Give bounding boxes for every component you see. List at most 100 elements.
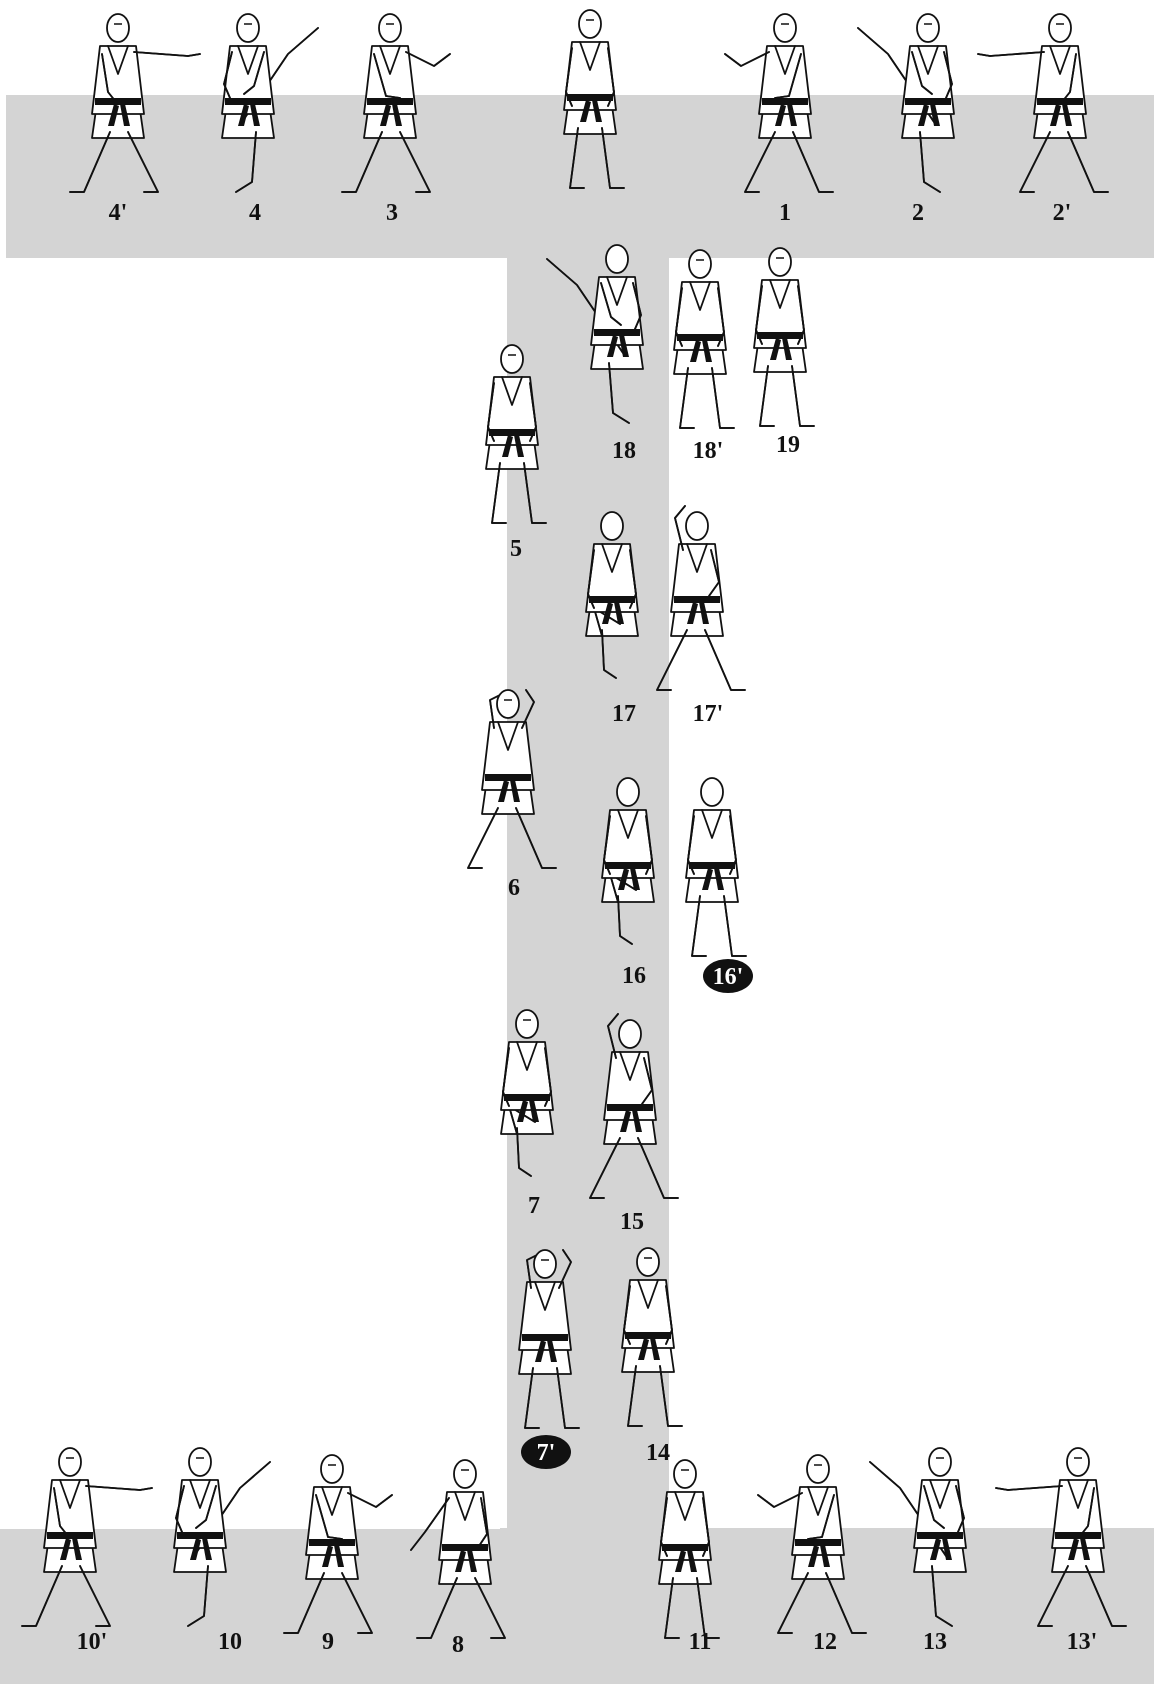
step-label: 8 [452, 1632, 464, 1658]
leg-left-fill [680, 368, 694, 428]
belt [504, 1094, 550, 1101]
belt [1055, 1532, 1101, 1539]
step-number: 13' [1067, 1629, 1098, 1655]
floor-path [0, 95, 1154, 1684]
belt [795, 1539, 841, 1546]
arm-left-fill [978, 52, 1044, 56]
step-number: 17 [612, 701, 636, 727]
belt [95, 98, 141, 105]
step-label: 5 [510, 536, 522, 562]
step-label: 13' [1067, 1629, 1098, 1655]
step-label: 17 [612, 701, 636, 727]
step-number: 2' [1053, 200, 1072, 226]
leg-left-fill [760, 366, 774, 426]
belt [689, 862, 735, 869]
step-label: 16 [622, 963, 646, 989]
head [807, 1455, 829, 1483]
belt [177, 1532, 223, 1539]
leg-right-fill [712, 368, 734, 428]
belt [47, 1532, 93, 1539]
step-number: 7 [528, 1193, 540, 1219]
step-label: 7 [528, 1193, 540, 1219]
step-number: 16' [713, 964, 744, 990]
head [601, 512, 623, 540]
arm-left-fill [134, 52, 200, 56]
figure-icon [754, 248, 814, 426]
step-number: 18' [693, 438, 724, 464]
belt [489, 429, 535, 436]
head [917, 14, 939, 42]
belt [367, 98, 413, 105]
step-label: 14 [646, 1440, 670, 1466]
head [534, 1250, 556, 1278]
step-label: 2 [912, 200, 924, 226]
belt [625, 1332, 671, 1339]
step-number: 5 [510, 536, 522, 562]
step-number: 8 [452, 1632, 464, 1658]
step-number: 9 [322, 1629, 334, 1655]
step-number: 4 [249, 200, 261, 226]
arm-left-fill [406, 52, 450, 66]
step-label: 17' [693, 701, 724, 727]
head [689, 250, 711, 278]
step-number: 19 [776, 432, 800, 458]
step-number: 1 [779, 200, 791, 226]
head [516, 1010, 538, 1038]
head [606, 245, 628, 273]
head [1049, 14, 1071, 42]
belt [607, 1104, 653, 1111]
leg-left-fill [692, 896, 706, 956]
step-label: 4' [109, 200, 128, 226]
arm-left-fill [86, 1486, 152, 1490]
arm-left-fill [758, 1493, 802, 1507]
step-label: 6 [508, 875, 520, 901]
step-label-highlighted: 16' [703, 959, 753, 993]
head [769, 248, 791, 276]
head [189, 1448, 211, 1476]
head [686, 512, 708, 540]
arm-left-fill [348, 1493, 392, 1507]
belt [225, 98, 271, 105]
figure-icon [657, 506, 745, 690]
step-label: 2' [1053, 200, 1072, 226]
step-label: 3 [386, 200, 398, 226]
head [237, 14, 259, 42]
belt [757, 332, 803, 339]
belt [567, 94, 613, 101]
step-number: 4' [109, 200, 128, 226]
belt [662, 1544, 708, 1551]
step-number: 16 [622, 963, 646, 989]
leg-left-fill [492, 463, 506, 523]
head [674, 1460, 696, 1488]
step-number: 15 [620, 1209, 644, 1235]
belt [589, 596, 635, 603]
step-number: 14 [646, 1440, 670, 1466]
belt [762, 98, 808, 105]
head [929, 1448, 951, 1476]
step-label: 1 [779, 200, 791, 226]
step-label: 10 [218, 1629, 242, 1655]
step-label: 4 [249, 200, 261, 226]
step-label: 11 [689, 1629, 712, 1655]
step-label: 9 [322, 1629, 334, 1655]
figure-icon [686, 778, 746, 956]
arm-left-fill [996, 1486, 1062, 1490]
head [579, 10, 601, 38]
head [637, 1248, 659, 1276]
step-label-highlighted: 7' [521, 1435, 571, 1469]
step-number: 13 [923, 1629, 947, 1655]
belt [917, 1532, 963, 1539]
belt [905, 98, 951, 105]
figure-icon [674, 250, 734, 428]
belt [677, 334, 723, 341]
step-label: 19 [776, 432, 800, 458]
step-number: 10' [77, 1629, 108, 1655]
leg-left-fill [468, 808, 498, 868]
head [774, 14, 796, 42]
step-number: 7' [537, 1440, 556, 1466]
belt [485, 774, 531, 781]
belt [674, 596, 720, 603]
head [701, 778, 723, 806]
head [501, 345, 523, 373]
